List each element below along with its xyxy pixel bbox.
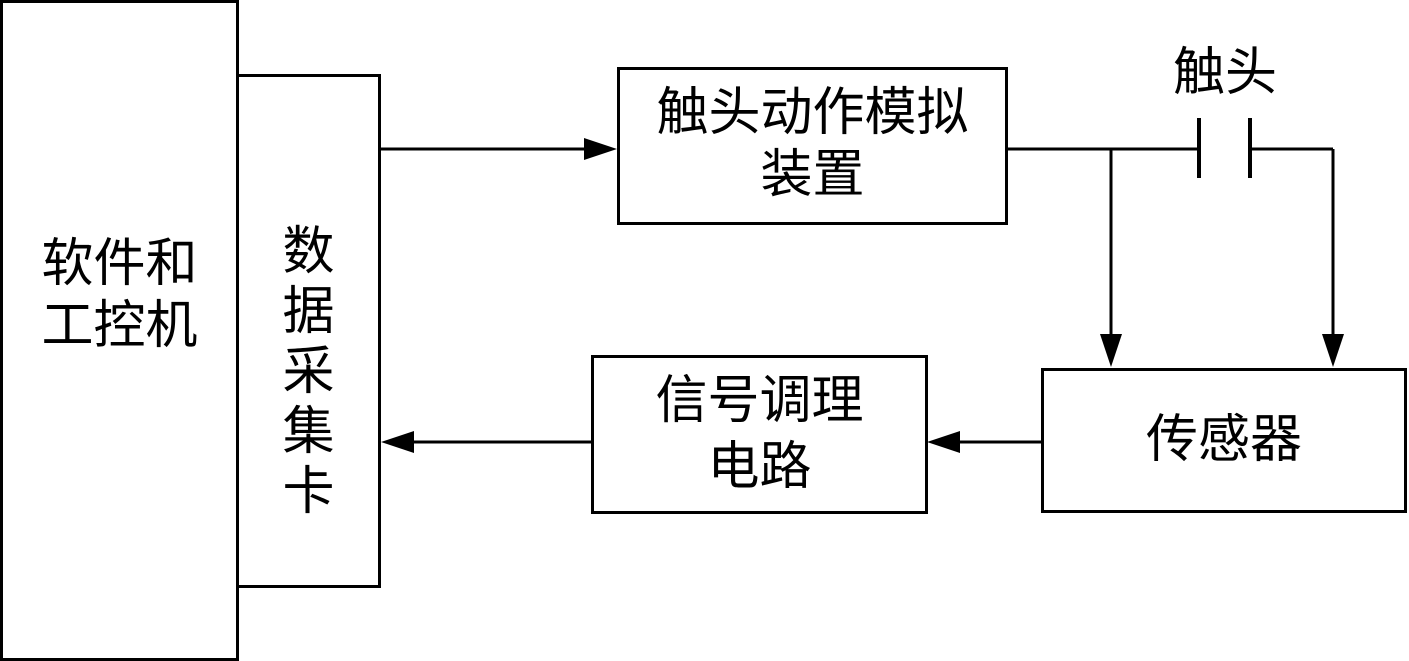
sensor-block: 传感器 bbox=[1041, 368, 1407, 513]
contact-label: 触头 bbox=[1172, 43, 1277, 103]
daq-card-block: 数 据 采 集 卡 bbox=[236, 74, 381, 588]
ipc-label: 软件和 工控机 bbox=[3, 233, 236, 357]
arrowhead-simulator bbox=[584, 138, 617, 160]
arrowhead-sensor-left bbox=[1100, 334, 1122, 367]
conditioning-block: 信号调理 电路 bbox=[591, 355, 928, 514]
daq-char-5: 卡 bbox=[282, 462, 335, 522]
sensor-label: 传感器 bbox=[1145, 410, 1302, 470]
simulator-label-line2: 装置 bbox=[760, 145, 865, 205]
simulator-block: 触头动作模拟 装置 bbox=[617, 67, 1008, 225]
simulator-label-line1: 触头动作模拟 bbox=[656, 83, 969, 143]
ipc-label-line2: 工控机 bbox=[41, 296, 198, 356]
conditioning-label-line2: 电路 bbox=[707, 437, 812, 497]
ipc-block: 软件和 工控机 bbox=[0, 0, 239, 661]
daq-char-1: 数 bbox=[282, 222, 335, 282]
arrowhead-conditioning bbox=[927, 431, 960, 453]
daq-char-3: 采 bbox=[282, 342, 335, 402]
conditioning-label: 信号调理 电路 bbox=[594, 368, 925, 500]
simulator-label: 触头动作模拟 装置 bbox=[620, 82, 1005, 206]
daq-card-label: 数 据 采 集 卡 bbox=[239, 222, 378, 522]
ipc-label-line1: 软件和 bbox=[41, 234, 198, 294]
arrowhead-daq bbox=[381, 431, 414, 453]
daq-char-2: 据 bbox=[282, 282, 335, 342]
arrowhead-sensor-right bbox=[1322, 334, 1344, 367]
conditioning-label-line1: 信号调理 bbox=[655, 371, 864, 431]
daq-char-4: 集 bbox=[282, 402, 335, 462]
